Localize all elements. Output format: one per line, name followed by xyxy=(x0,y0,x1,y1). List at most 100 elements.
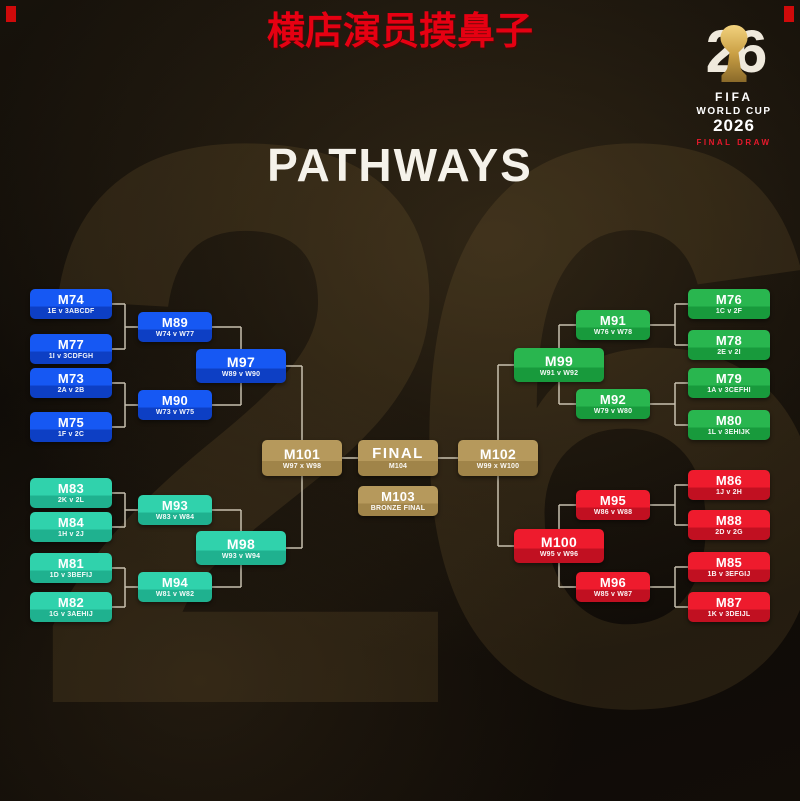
match-m86: M86 1J v 2H xyxy=(688,470,770,500)
match-teams: W73 v W75 xyxy=(155,409,195,416)
match-id: M78 xyxy=(715,333,743,348)
match-id: M84 xyxy=(57,515,85,530)
match-m75: M75 1F v 2C xyxy=(30,412,112,442)
match-teams: W86 v W88 xyxy=(593,509,633,516)
match-id: M101 xyxy=(283,445,321,462)
match-id: M94 xyxy=(161,575,189,590)
match-id: M90 xyxy=(161,393,189,408)
match-m102: M102 W99 x W100 xyxy=(458,440,538,476)
match-id: M88 xyxy=(715,513,743,528)
match-teams: 1B v 3EFGIJ xyxy=(707,571,751,578)
world-cup-trophy-icon xyxy=(720,25,748,82)
match-id: M96 xyxy=(599,575,627,590)
match-id: M76 xyxy=(715,292,743,307)
match-m101: M101 W97 x W98 xyxy=(262,440,342,476)
match-m100: M100 W95 v W96 xyxy=(514,529,604,563)
match-teams: 1A v 3CEFHI xyxy=(707,387,751,394)
match-m92: M92 W79 v W80 xyxy=(576,389,650,419)
logo-year-text: 2026 xyxy=(713,116,755,135)
match-teams: 2D v 2G xyxy=(715,529,743,536)
match-teams: W83 v W84 xyxy=(155,514,195,521)
match-teams: M104 xyxy=(388,463,408,470)
match-id: M80 xyxy=(715,413,743,428)
match-id: M102 xyxy=(479,445,517,462)
match-id: M83 xyxy=(57,481,85,496)
match-teams: W89 v W90 xyxy=(221,370,261,378)
match-teams: W74 v W77 xyxy=(155,331,195,338)
match-teams: 2K v 2L xyxy=(57,497,85,504)
match-id: M97 xyxy=(226,353,256,370)
match-id: M79 xyxy=(715,371,743,386)
match-m79: M79 1A v 3CEFHI xyxy=(688,368,770,398)
match-id: M89 xyxy=(161,315,189,330)
match-teams: 2E v 2I xyxy=(717,349,741,356)
match-teams: W99 x W100 xyxy=(476,462,520,470)
match-m89: M89 W74 v W77 xyxy=(138,312,212,342)
logo-finaldraw-text: FINAL DRAW xyxy=(696,137,772,147)
match-teams: 1G v 3AEHIJ xyxy=(49,611,93,618)
match-id: M98 xyxy=(226,535,256,552)
match-id: M82 xyxy=(57,595,85,610)
match-id: M95 xyxy=(599,493,627,508)
match-teams: 1I v 3CDFGH xyxy=(48,353,94,360)
match-m97: M97 W89 v W90 xyxy=(196,349,286,383)
corner-watermark-left xyxy=(6,6,16,22)
match-m82: M82 1G v 3AEHIJ xyxy=(30,592,112,622)
match-teams: W97 x W98 xyxy=(282,462,322,470)
match-teams: W81 v W82 xyxy=(155,591,195,598)
match-m76: M76 1C v 2F xyxy=(688,289,770,319)
match-id: M75 xyxy=(57,415,85,430)
match-m94: M94 W81 v W82 xyxy=(138,572,212,602)
match-teams: 1C v 2F xyxy=(715,308,743,315)
match-m98: M98 W93 v W94 xyxy=(196,531,286,565)
match-id: M99 xyxy=(544,352,574,369)
match-id: M85 xyxy=(715,555,743,570)
match-m87: M87 1K v 3DEIJL xyxy=(688,592,770,622)
match-id: M93 xyxy=(161,498,189,513)
match-id: M100 xyxy=(540,533,578,550)
match-teams: W93 v W94 xyxy=(221,552,261,560)
match-id: FINAL xyxy=(372,445,424,462)
watermark-text: 横店演员摸鼻子 xyxy=(266,11,534,53)
match-m77: M77 1I v 3CDFGH xyxy=(30,334,112,364)
match-teams: W91 v W92 xyxy=(539,369,579,377)
match-teams: 1J v 2H xyxy=(716,489,742,496)
match-teams: 1F v 2C xyxy=(57,431,85,438)
fifa-world-cup-logo: 26 FIFA WORLD CUP 2026 FINAL DRAW xyxy=(686,20,782,147)
match-id: M103 xyxy=(381,489,415,504)
match-teams: W85 v W87 xyxy=(593,591,633,598)
match-id: M74 xyxy=(57,292,85,307)
match-m99: M99 W91 v W92 xyxy=(514,348,604,382)
logo-26-numeral: 26 xyxy=(686,20,782,88)
match-m91: M91 W76 v W78 xyxy=(576,310,650,340)
match-id: M81 xyxy=(57,556,85,571)
match-id: M92 xyxy=(599,392,627,407)
match-teams: W95 v W96 xyxy=(539,550,579,558)
match-m84: M84 1H v 2J xyxy=(30,512,112,542)
match-m73: M73 2A v 2B xyxy=(30,368,112,398)
match-id: M77 xyxy=(57,337,85,352)
match-teams: W79 v W80 xyxy=(593,408,633,415)
logo-fifa-text: FIFA xyxy=(715,90,753,104)
match-teams: 1K v 3DEIJL xyxy=(707,611,751,618)
match-m96: M96 W85 v W87 xyxy=(576,572,650,602)
match-teams: W76 v W78 xyxy=(593,329,633,336)
match-m80: M80 1L v 3EHIJK xyxy=(688,410,770,440)
match-teams: 1H v 2J xyxy=(58,531,84,538)
match-m90: M90 W73 v W75 xyxy=(138,390,212,420)
match-m95: M95 W86 v W88 xyxy=(576,490,650,520)
match-m93: M93 W83 v W84 xyxy=(138,495,212,525)
match-m81: M81 1D v 3BEFIJ xyxy=(30,553,112,583)
match-teams: 2A v 2B xyxy=(57,387,85,394)
final-box: FINAL M104 xyxy=(358,440,438,476)
logo-worldcup-text: WORLD CUP xyxy=(696,106,772,117)
match-m78: M78 2E v 2I xyxy=(688,330,770,360)
match-id: M86 xyxy=(715,473,743,488)
match-m74: M74 1E v 3ABCDF xyxy=(30,289,112,319)
corner-watermark-right xyxy=(784,6,794,22)
bronze-final-box: M103 BRONZE FINAL xyxy=(358,486,438,516)
match-teams: 1D v 3BEFIJ xyxy=(49,572,93,579)
match-id: M73 xyxy=(57,371,85,386)
